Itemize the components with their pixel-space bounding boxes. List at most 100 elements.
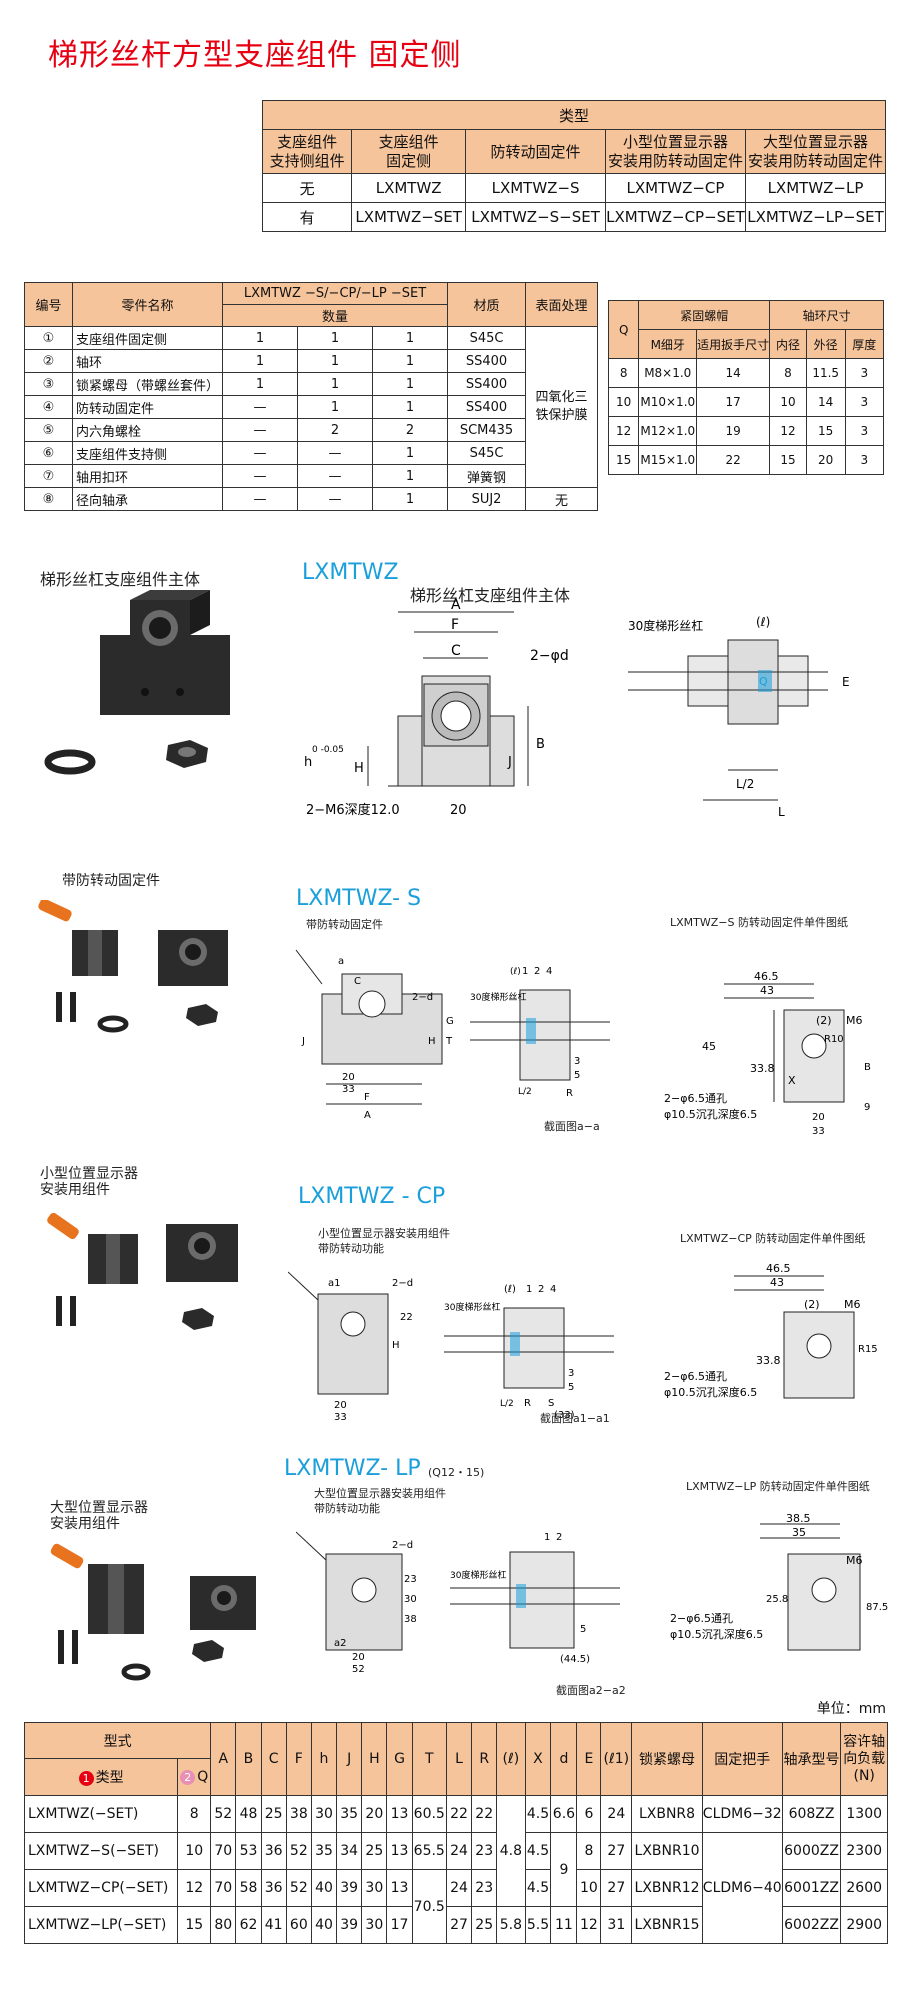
cell: 53 xyxy=(235,1832,262,1870)
cell: SS400 xyxy=(447,349,526,373)
cell: 30 xyxy=(361,1869,388,1907)
cell: 6.6 xyxy=(550,1795,578,1833)
cell: 1 xyxy=(372,372,448,396)
dim-L2: L/2 xyxy=(500,1399,514,1409)
cell: 31 xyxy=(600,1906,633,1944)
cell: 15 xyxy=(769,445,807,475)
main-body-drawing: A F C 2−φd h 0 -0.05 H J B 2−M6深度12.0 20 xyxy=(304,597,569,818)
section-label: 梯形丝杠支座组件主体 xyxy=(40,570,201,589)
dim-B: B xyxy=(864,1062,871,1073)
dim-43: 43 xyxy=(770,1276,784,1289)
cell: SS400 xyxy=(447,395,526,419)
cell: LXBNR15 xyxy=(631,1906,703,1944)
cell: 70 xyxy=(210,1869,237,1907)
col-head: 大型位置显示器 安装用防转动固定件 xyxy=(744,129,887,174)
dim-38: 38 xyxy=(404,1614,417,1625)
section-a1-drawing: 30度梯形丝杠 (ℓ) 1 2 4 3 5 L/2 R S (33) xyxy=(444,1284,614,1420)
cell: 30 xyxy=(310,1795,338,1833)
cell: 12 xyxy=(769,416,807,446)
spec-head: d xyxy=(550,1722,578,1796)
dim-38-5: 38.5 xyxy=(786,1512,811,1525)
sub-head: 厚度 xyxy=(844,329,885,359)
cell: ⑤ xyxy=(24,418,73,442)
cell: 1 xyxy=(372,464,448,488)
dim-hole: 2−φ6.5通孔 xyxy=(670,1612,733,1625)
dim-A: A xyxy=(451,597,461,613)
cell: — xyxy=(297,464,373,488)
spec-head: G xyxy=(386,1722,413,1796)
table-row: ⑤ 内六角螺栓 — 2 2 SCM435 xyxy=(24,418,598,442)
dim-J: J xyxy=(301,1036,305,1047)
dim-L2: L/2 xyxy=(736,777,754,791)
dim-S: S xyxy=(548,1398,554,1409)
page-title: 梯形丝杆方型支座组件 固定侧 xyxy=(48,38,462,73)
cell: 13 xyxy=(386,1832,413,1870)
parts-head-name: 零件名称 xyxy=(72,282,223,327)
dim-a2: a2 xyxy=(334,1638,347,1649)
collar-head: 轴环尺寸 xyxy=(769,300,884,330)
dim-43: 43 xyxy=(760,984,774,997)
dim-R: R xyxy=(566,1088,573,1099)
cell: 5.5 xyxy=(524,1906,552,1944)
cell: 22 xyxy=(471,1795,498,1833)
cell: LXMTWZ−CP−SET xyxy=(605,202,746,232)
small-indicator-detail-drawing: 46.5 43 (2) M6 R15 33.8 2−φ6.5通孔 φ10.5沉孔… xyxy=(664,1262,878,1399)
part-2: 2 xyxy=(534,966,540,977)
cell: 3 xyxy=(844,358,885,388)
cell: 2 xyxy=(297,418,373,442)
section-caption: 截面图a1−a1 xyxy=(540,1412,610,1425)
cell: 13 xyxy=(386,1795,413,1833)
spec-head: L xyxy=(445,1722,473,1796)
sub-head: 内径 xyxy=(769,329,807,359)
part-2: 2 xyxy=(538,1284,544,1295)
cell: — xyxy=(297,441,373,465)
cell: LXMTWZ−SET xyxy=(351,202,467,232)
spec-head: J xyxy=(336,1722,363,1796)
cell: 无 xyxy=(261,173,353,203)
dim-d: 2−d xyxy=(392,1540,413,1551)
cell: 3 xyxy=(844,387,885,417)
cell: 39 xyxy=(336,1869,363,1907)
part-5: 5 xyxy=(574,1070,580,1081)
large-indicator-detail-drawing: 38.5 35 M6 25.8 87.5 2−φ6.5通孔 φ10.5沉孔深度6… xyxy=(670,1512,888,1651)
dim-20: 20 xyxy=(352,1652,365,1663)
cell: M8×1.0 xyxy=(638,358,698,388)
cell: LXMTWZ−CP xyxy=(605,173,746,203)
cell: S45C xyxy=(447,326,526,350)
cell: 6000ZZ xyxy=(781,1832,842,1870)
dim-H: H xyxy=(428,1036,436,1047)
screw-label: 30度梯形丝杠 xyxy=(450,1569,506,1581)
cell: 1 xyxy=(372,326,448,350)
screw-section-drawing: 30度梯形丝杠 (ℓ) Q E L/2 L xyxy=(628,615,850,819)
spec-head: 容许轴向负载(N) xyxy=(840,1722,888,1796)
cell: LXMTWZ−S xyxy=(465,173,606,203)
cell: — xyxy=(222,441,298,465)
cell: 24 xyxy=(445,1832,473,1870)
dim-M6: M6 xyxy=(846,1014,863,1027)
cell: 6002ZZ xyxy=(781,1906,842,1944)
cell: 4.5 xyxy=(524,1795,552,1833)
cell: 4.5 xyxy=(524,1832,552,1870)
detail-title: LXMTWZ−CP 防转动固定件单件图纸 xyxy=(680,1232,866,1245)
spec-head: B xyxy=(235,1722,262,1796)
dim-l: (ℓ) xyxy=(510,967,521,977)
section-caption: 小型位置显示器安装用组件 带防转动功能 xyxy=(318,1227,450,1255)
cell: 25 xyxy=(361,1832,388,1870)
dim-R15: R15 xyxy=(858,1344,878,1355)
cell: 10 xyxy=(576,1869,602,1907)
dim-2: (2) xyxy=(804,1298,820,1311)
section-model: LXMTWZ- S xyxy=(296,886,422,911)
cell: 3 xyxy=(844,445,885,475)
type-table: 类型 支座组件 支持侧组件 支座组件 固定侧 防转动固定件 小型位置显示器 安装… xyxy=(261,100,887,232)
parts-head-no: 编号 xyxy=(24,282,73,327)
dim-87-5: 87.5 xyxy=(866,1602,888,1613)
cell: M12×1.0 xyxy=(638,416,698,446)
cell: 20 xyxy=(805,445,846,475)
cell: 15 xyxy=(805,416,846,446)
cell: 10 xyxy=(607,387,640,417)
cell: 四氧化三铁保护膜 xyxy=(525,326,598,488)
spec-head: F xyxy=(285,1722,312,1796)
cell: 1 xyxy=(297,395,373,419)
